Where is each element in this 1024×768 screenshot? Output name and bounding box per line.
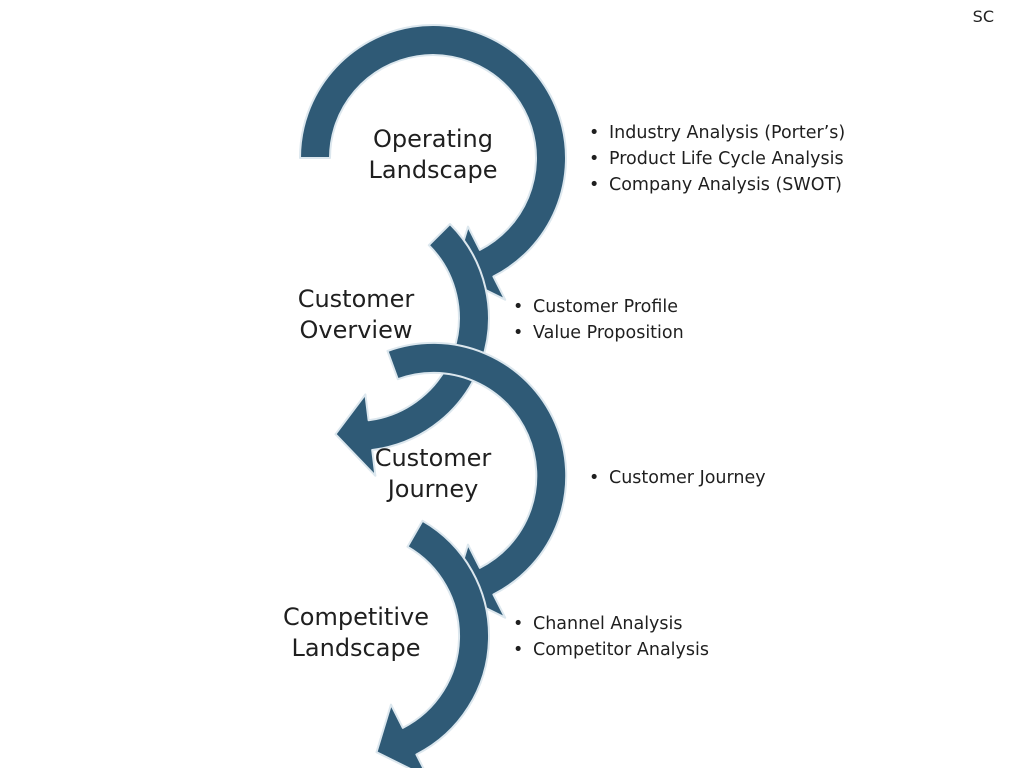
bullet-item: Channel Analysis bbox=[513, 611, 709, 637]
bullet-item: Company Analysis (SWOT) bbox=[589, 172, 845, 198]
stage-label-line: Journey bbox=[387, 475, 479, 503]
stage-label-operating-landscape: Operating Landscape bbox=[343, 124, 523, 186]
circular-arrow-4 bbox=[375, 519, 490, 768]
bullets-customer-journey: Customer Journey bbox=[589, 465, 766, 491]
stage-label-line: Landscape bbox=[291, 634, 421, 662]
stage-label-line: Customer bbox=[297, 285, 415, 313]
bullet-item: Industry Analysis (Porter’s) bbox=[589, 120, 845, 146]
bullet-item: Customer Journey bbox=[589, 465, 766, 491]
stage-label-line: Overview bbox=[299, 316, 413, 344]
stage-label-customer-journey: Customer Journey bbox=[343, 443, 523, 505]
circular-arrow-1 bbox=[299, 24, 567, 301]
stage-label-line: Customer bbox=[374, 444, 492, 472]
bullet-item: Value Proposition bbox=[513, 320, 684, 346]
bullets-customer-overview: Customer Profile Value Proposition bbox=[513, 294, 684, 346]
stage-label-line: Landscape bbox=[368, 156, 498, 184]
bullet-item: Competitor Analysis bbox=[513, 637, 709, 663]
bullet-item: Product Life Cycle Analysis bbox=[589, 146, 845, 172]
stage-label-line: Competitive bbox=[283, 603, 429, 631]
bullet-item: Customer Profile bbox=[513, 294, 684, 320]
circular-arrow-3 bbox=[386, 341, 568, 619]
stage-label-competitive-landscape: Competitive Landscape bbox=[256, 602, 456, 664]
bullets-operating-landscape: Industry Analysis (Porter’s) Product Lif… bbox=[589, 120, 845, 198]
stage-label-customer-overview: Customer Overview bbox=[266, 284, 446, 346]
stage-label-line: Operating bbox=[373, 125, 493, 153]
bullets-competitive-landscape: Channel Analysis Competitor Analysis bbox=[513, 611, 709, 663]
corner-mark: SC bbox=[972, 7, 994, 26]
